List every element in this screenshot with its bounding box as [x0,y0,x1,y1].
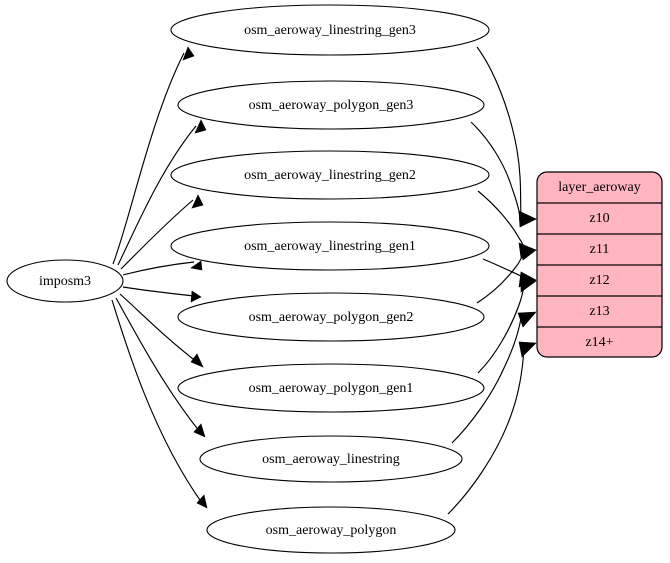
node-osm-aeroway-polygon-gen3[interactable]: osm_aeroway_polygon_gen3 [177,80,485,130]
edge-imposm3-to-polygon-gen1 [119,293,204,368]
node-osm-aeroway-polygon-gen2-label: osm_aeroway_polygon_gen2 [249,310,414,325]
edge-imposm3-to-linestring-gen1 [122,260,203,276]
node-osm-aeroway-linestring-shape[interactable] [199,435,463,483]
node-osm-aeroway-polygon-gen3-label: osm_aeroway_polygon_gen3 [249,98,414,113]
node-osm-aeroway-linestring-gen1-label: osm_aeroway_linestring_gen1 [244,239,416,254]
node-osm-aeroway-polygon[interactable]: osm_aeroway_polygon [206,506,456,554]
node-osm-aeroway-polygon-gen3-shape[interactable] [177,80,485,130]
edge-imposm3-to-linestring-gen2 [120,194,204,270]
edge-polygon-gen3-to-z10 [470,121,537,228]
node-osm-aeroway-linestring-gen1-shape[interactable] [170,221,490,271]
node-osm-aeroway-linestring-gen2-shape[interactable] [170,150,490,200]
edge-imposm3-to-linestring-gen3 [112,46,195,265]
node-imposm3-label: imposm3 [39,274,91,289]
node-osm-aeroway-polygon-gen1[interactable]: osm_aeroway_polygon_gen1 [177,363,485,413]
edge-linestring-to-z13 [451,311,537,444]
edge-polygon-gen1-to-z12 [477,277,537,374]
table-row-z11[interactable]: z11 [590,242,610,257]
node-osm-aeroway-polygon-gen2[interactable]: osm_aeroway_polygon_gen2 [177,292,485,342]
node-osm-aeroway-polygon-gen1-label: osm_aeroway_polygon_gen1 [249,381,414,396]
edge-imposm3-to-polygon-gen2 [122,286,202,303]
node-osm-aeroway-polygon-shape[interactable] [206,506,456,554]
node-imposm3[interactable]: imposm3 [6,259,124,303]
node-osm-aeroway-linestring-gen3-shape[interactable] [170,4,490,56]
edge-polygon-gen2-to-z11 [476,245,537,304]
table-row-z13[interactable]: z13 [589,304,609,319]
table-row-z10[interactable]: z10 [589,211,609,226]
node-osm-aeroway-polygon-gen2-shape[interactable] [177,292,485,342]
table-header-label: layer_aeroway [558,180,640,195]
table-row-z14plus[interactable]: z14+ [585,335,613,350]
node-osm-aeroway-linestring-gen2[interactable]: osm_aeroway_linestring_gen2 [170,150,490,200]
edge-imposm3-to-polygon-gen3 [117,119,207,266]
node-imposm3-shape[interactable] [6,259,124,303]
node-osm-aeroway-linestring-gen3-label: osm_aeroway_linestring_gen3 [244,23,416,38]
node-layer-aeroway-table[interactable]: layer_aeroway z10 z11 z12 z13 z14+ [536,171,663,358]
node-osm-aeroway-polygon-gen1-shape[interactable] [177,363,485,413]
edge-imposm3-to-linestring [115,297,206,438]
edge-polygon-to-z14 [447,341,537,515]
node-osm-aeroway-linestring[interactable]: osm_aeroway_linestring [199,435,463,483]
node-osm-aeroway-polygon-label: osm_aeroway_polygon [266,523,397,538]
edge-linestring-gen3-to-z10 [476,46,537,227]
node-osm-aeroway-linestring-gen2-label: osm_aeroway_linestring_gen2 [244,168,416,183]
node-osm-aeroway-linestring-gen1[interactable]: osm_aeroway_linestring_gen1 [170,221,490,271]
node-osm-aeroway-linestring-gen3[interactable]: osm_aeroway_linestring_gen3 [170,4,490,56]
node-osm-aeroway-linestring-label: osm_aeroway_linestring [262,452,400,467]
edge-layer [111,46,537,515]
table-row-z12[interactable]: z12 [589,273,609,288]
edge-imposm3-to-polygon [111,299,208,509]
